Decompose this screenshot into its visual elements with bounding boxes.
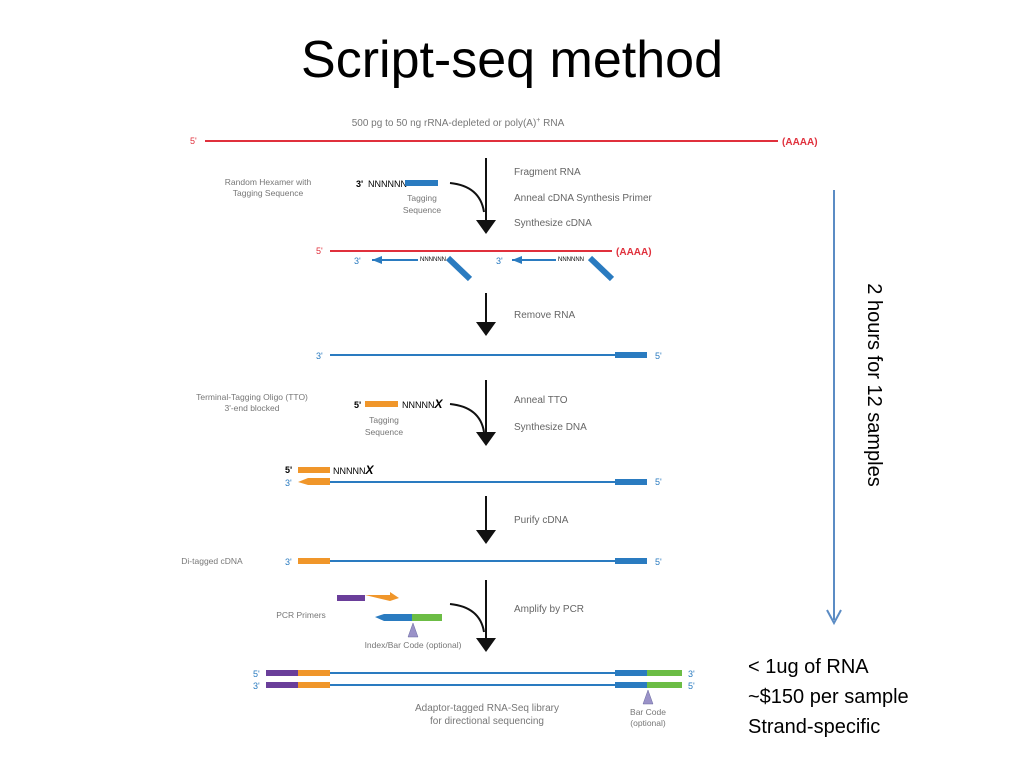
row2-polya: (AAAA) <box>616 247 652 258</box>
row6-orange-bottom <box>298 682 330 688</box>
row3-five-prime: 5' <box>655 351 662 361</box>
row6-green-top <box>647 670 682 676</box>
row2-three-prime-a: 3' <box>354 256 361 266</box>
hexamer-three-prime: 3' <box>356 179 363 189</box>
tto-tagging-1: Tagging <box>369 415 399 425</box>
step-synthesize-cdna: Synthesize cDNA <box>514 218 592 229</box>
barcode-triangle <box>642 689 654 705</box>
tto-nnnnn: NNNNNX <box>402 397 444 411</box>
polya-tail: (AAAA) <box>782 137 818 148</box>
step-anneal-tto: Anneal TTO <box>514 395 568 406</box>
primer1-purple <box>337 595 365 601</box>
tto-tagging-2: Sequence <box>365 427 404 437</box>
barcode-label-1: Bar Code <box>630 707 666 717</box>
step-synthesize-dna: Synthesize DNA <box>514 422 587 433</box>
step-remove-rna: Remove RNA <box>514 310 575 321</box>
cdna-arrowhead-b <box>512 256 522 264</box>
tto-orange-bar <box>365 401 398 407</box>
merge-curve-1 <box>449 182 485 213</box>
tag-flap-b <box>587 255 615 282</box>
row3-tag <box>615 352 647 358</box>
row5-three-prime: 3' <box>285 557 292 567</box>
row6-five-prime-left: 5' <box>253 669 260 679</box>
row6-blue-top <box>615 670 647 676</box>
hexamer-label-2: Tagging Sequence <box>233 188 304 198</box>
row6-green-bottom <box>647 682 682 688</box>
merge-curve-5 <box>449 603 485 633</box>
tto-label-1: Terminal-Tagging Oligo (TTO) <box>196 392 308 402</box>
step-amplify: Amplify by PCR <box>514 604 584 615</box>
row4-five-prime-right: 5' <box>655 477 662 487</box>
note-cost: ~$150 per sample <box>748 686 909 708</box>
primer1-orange-arrow <box>365 592 399 601</box>
row5-blue-tag <box>615 558 647 564</box>
hexamer-nnnnnn: NNNNNN <box>368 179 407 189</box>
index-triangle <box>407 622 419 638</box>
step-anneal-primer: Anneal cDNA Synthesis Primer <box>514 193 653 204</box>
tto-label-2: 3'-end blocked <box>224 403 279 413</box>
slide-title: Script-seq method <box>301 31 723 89</box>
row2-nnnnnn-b: NNNNNN <box>558 257 584 263</box>
ditagged-label: Di-tagged cDNA <box>181 556 243 566</box>
tag-flap-a <box>445 255 473 282</box>
row6-purple-top <box>266 670 298 676</box>
step-fragment: Fragment RNA <box>514 167 581 178</box>
row6-three-prime-left: 3' <box>253 681 260 691</box>
row6-blue-bottom <box>615 682 647 688</box>
five-prime-end: 5' <box>190 136 197 146</box>
row2-three-prime-b: 3' <box>496 256 503 266</box>
row6-five-prime-right: 5' <box>688 681 695 691</box>
row6-three-prime-right: 3' <box>688 669 695 679</box>
tto-five-prime: 5' <box>354 400 361 410</box>
note-rna-amount: < 1ug of RNA <box>748 656 869 678</box>
merge-curve-3 <box>449 403 485 433</box>
step-purify: Purify cDNA <box>514 515 569 526</box>
primer2-blue-arrow <box>375 614 412 621</box>
row3-three-prime: 3' <box>316 351 323 361</box>
row4-orange-top <box>298 467 330 473</box>
note-strand: Strand-specific <box>748 716 881 738</box>
row5-five-prime: 5' <box>655 557 662 567</box>
summary-notes: < 1ug of RNA ~$150 per sample Strand-spe… <box>748 652 909 742</box>
row4-three-prime: 3' <box>285 478 292 488</box>
row2-nnnnnn-a: NNNNNN <box>420 257 446 263</box>
timeline-label: 2 hours for 12 samples <box>863 283 885 486</box>
library-label-1: Adaptor-tagged RNA-Seq library <box>415 703 559 714</box>
row4-nnnnn: NNNNNX <box>333 463 375 477</box>
row6-orange-top <box>298 670 330 676</box>
library-label-2: for directional sequencing <box>430 716 544 727</box>
barcode-label-2: (optional) <box>630 718 666 728</box>
tagging-label-2: Sequence <box>403 205 442 215</box>
row5-orange-tag <box>298 558 330 564</box>
index-barcode-label: Index/Bar Code (optional) <box>365 640 462 650</box>
row4-tag <box>615 479 647 485</box>
row4-orange-bottom <box>298 478 330 485</box>
tagging-sequence-bar <box>405 180 438 186</box>
timeline-arrowhead <box>826 609 842 626</box>
hexamer-label-1: Random Hexamer with <box>225 177 312 187</box>
tagging-label-1: Tagging <box>407 193 437 203</box>
row2-five-prime: 5' <box>316 246 323 256</box>
primer2-green <box>412 614 442 621</box>
row4-five-prime: 5' <box>285 465 292 475</box>
input-rna-label: 500 pg to 50 ng rRNA-depleted or poly(A)… <box>352 117 565 129</box>
row6-purple-bottom <box>266 682 298 688</box>
cdna-arrowhead-a <box>372 256 382 264</box>
pcr-primers-label: PCR Primers <box>276 610 326 620</box>
